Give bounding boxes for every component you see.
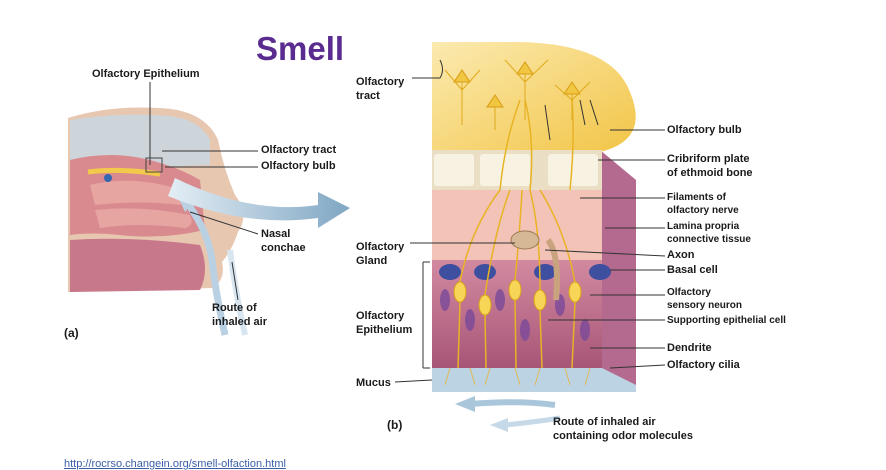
page-title: Smell — [256, 30, 345, 67]
inhaled-air-arrow-a — [182, 197, 229, 336]
label-cribriform-line1: Cribriform plate — [667, 153, 750, 165]
label-olfactory-bulb-b: Olfactory bulb — [667, 124, 742, 136]
label-sensory-neuron-line1: Olfactory — [667, 287, 711, 298]
panel-a-tag: (a) — [64, 326, 79, 340]
label-dendrite: Dendrite — [667, 342, 712, 354]
label-lamina-line1: Lamina propria — [667, 221, 740, 232]
label-filaments-line2: olfactory nerve — [667, 205, 739, 216]
zoom-arrow — [168, 178, 350, 228]
label-route-line1: Route of — [212, 302, 257, 314]
label-route-line2: inhaled air — [212, 316, 268, 328]
label-nasal-conchae-line1: Nasal — [261, 228, 291, 240]
label-epithelium-b-line2: Epithelium — [356, 324, 413, 336]
label-supporting-cell: Supporting epithelial cell — [667, 315, 786, 326]
panel-b-tag: (b) — [387, 418, 403, 432]
label-olfactory-epithelium-a: Olfactory Epithelium — [92, 68, 200, 80]
label-lamina-line2: connective tissue — [667, 234, 751, 245]
label-olfactory-bulb-a: Olfactory bulb — [261, 160, 336, 172]
head-section-illustration — [68, 107, 244, 292]
label-olfactory-cilia: Olfactory cilia — [667, 359, 740, 371]
olfactory-tissue-illustration — [432, 42, 636, 392]
label-cribriform-line2: of ethmoid bone — [667, 167, 753, 179]
source-url[interactable]: http://rocrso.changein.org/smell-olfacti… — [64, 458, 286, 470]
label-mucus: Mucus — [356, 377, 391, 389]
label-epithelium-b-line1: Olfactory — [356, 310, 405, 322]
label-nasal-conchae-line2: conchae — [261, 242, 306, 254]
label-axon: Axon — [667, 249, 695, 261]
olfactory-gland-shape — [510, 230, 560, 301]
label-route-b-line2: containing odor molecules — [553, 430, 693, 442]
label-olfactory-tract-b-line2: tract — [356, 90, 380, 102]
label-basal-cell: Basal cell — [667, 264, 718, 276]
label-route-b-line1: Route of inhaled air — [553, 416, 656, 428]
label-sensory-neuron-line2: sensory neuron — [667, 300, 743, 311]
label-gland-line2: Gland — [356, 255, 388, 267]
label-olfactory-tract-a: Olfactory tract — [261, 144, 337, 156]
label-filaments-line1: Filaments of — [667, 192, 726, 203]
inhaled-air-arrow-b — [469, 399, 556, 408]
label-olfactory-tract-b-line1: Olfactory — [356, 76, 405, 88]
label-gland-line1: Olfactory — [356, 241, 405, 253]
